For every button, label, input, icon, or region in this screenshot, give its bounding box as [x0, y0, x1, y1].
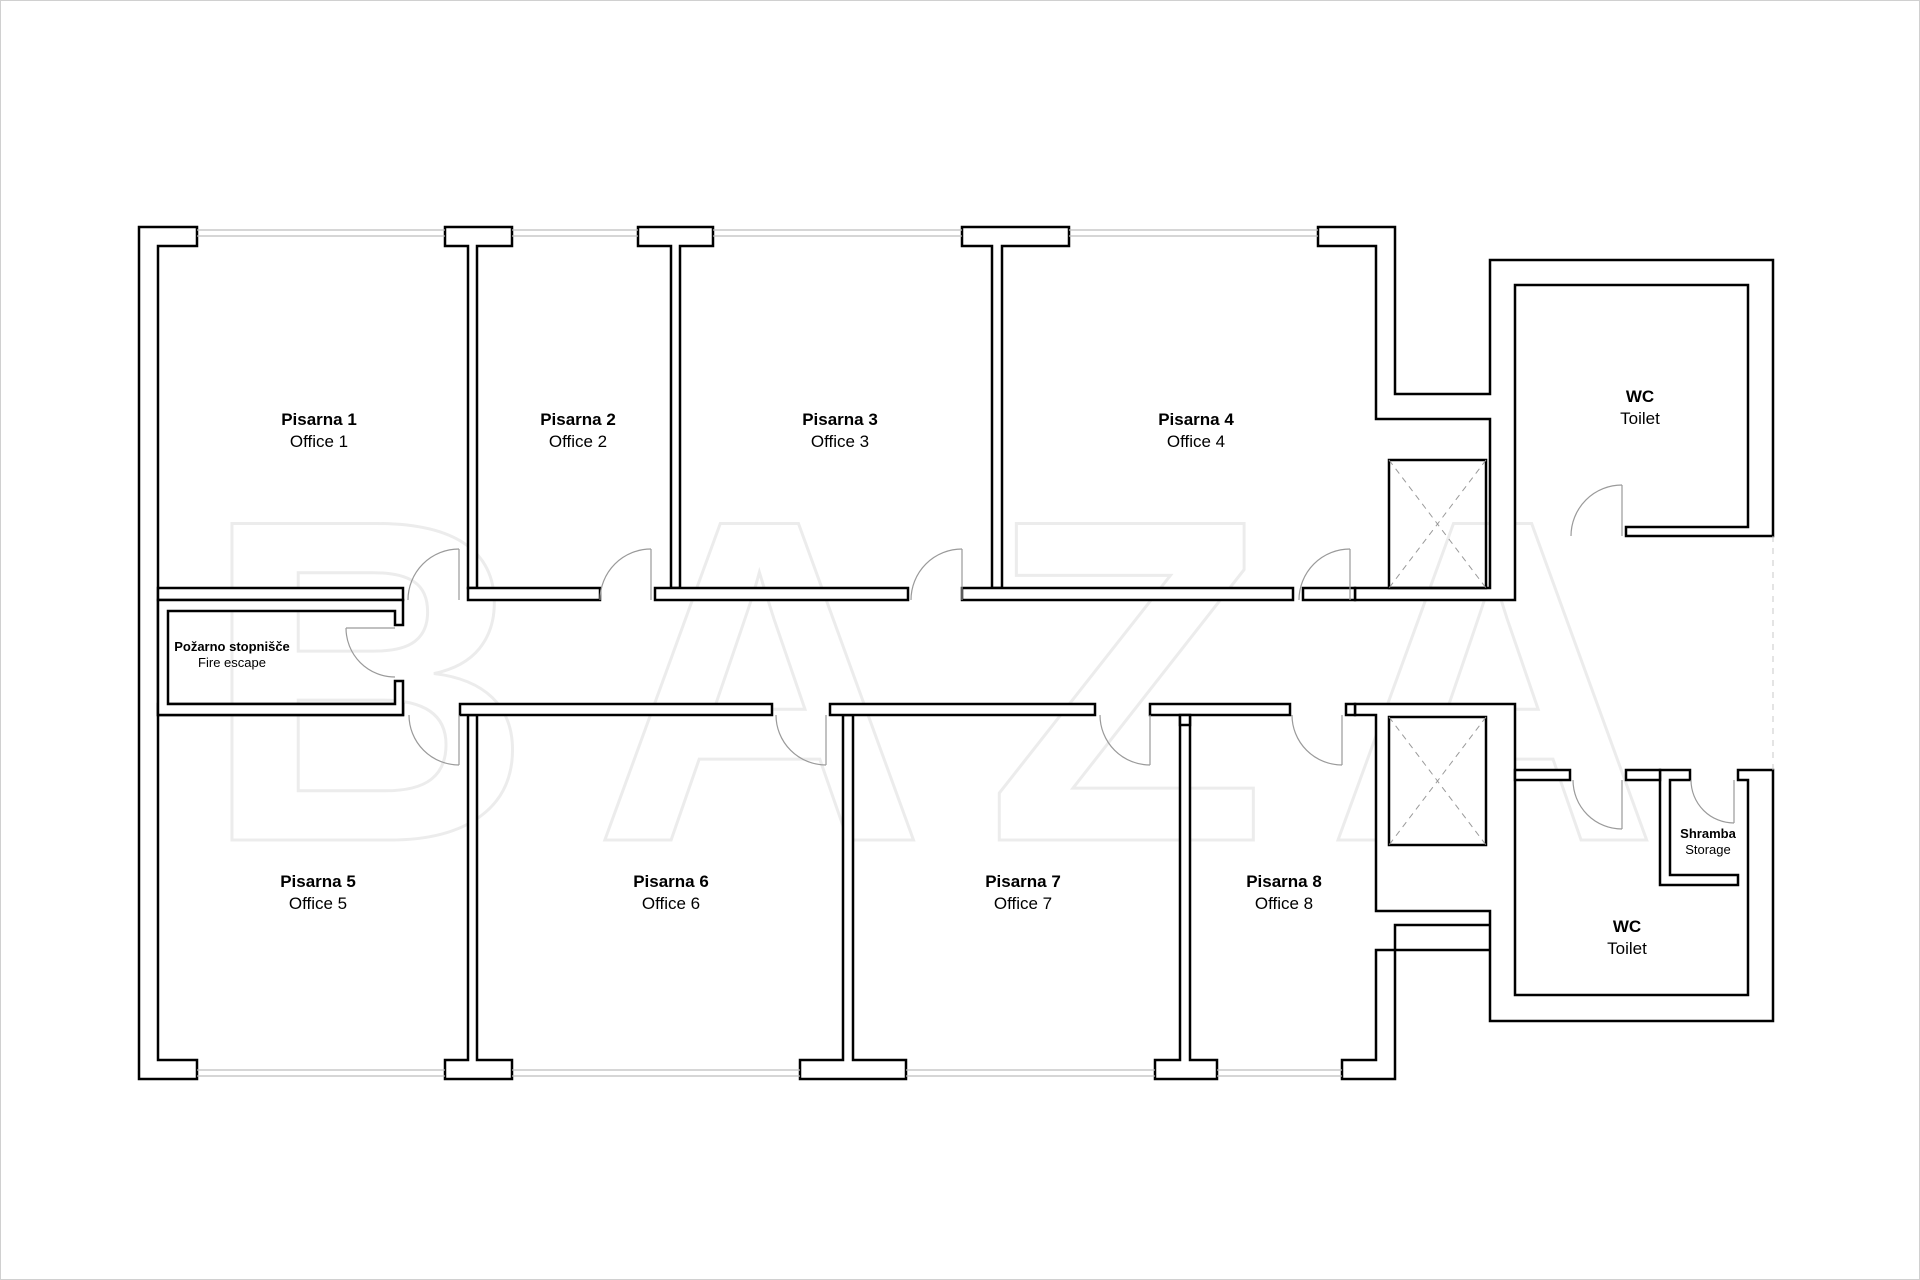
- doors: [345, 484, 1735, 830]
- room-name: Požarno stopnišče: [174, 639, 290, 654]
- shaft-upper: [1387, 458, 1488, 590]
- room-name: Pisarna 1: [281, 410, 357, 429]
- room-name: Pisarna 3: [802, 410, 878, 429]
- room-name: Pisarna 5: [280, 872, 356, 891]
- room-name: Pisarna 8: [1246, 872, 1322, 891]
- room-sub: Toilet: [1620, 409, 1660, 428]
- lower-partition-3: [1178, 713, 1192, 727]
- shaft-lower: [1387, 715, 1488, 847]
- room-sub: Office 7: [994, 894, 1052, 913]
- lower-wall-c: [828, 702, 1097, 717]
- upper-wall-e: [1301, 586, 1357, 602]
- room-sub: Office 6: [642, 894, 700, 913]
- room-fire-escape: Požarno stopnišče Fire escape: [174, 639, 290, 670]
- wall-top-right: [1316, 225, 1775, 602]
- lower-wall-b: [458, 702, 774, 717]
- room-office-2: Pisarna 2 Office 2: [540, 410, 616, 451]
- shafts: [1387, 458, 1488, 847]
- room-sub: Office 3: [811, 432, 869, 451]
- room-office-5: Pisarna 5 Office 5: [280, 872, 356, 913]
- lower-wall-e: [1344, 702, 1357, 717]
- upper-wall-c: [653, 586, 910, 602]
- upper-wall-a: [156, 586, 405, 602]
- room-name: WC: [1626, 387, 1654, 406]
- room-sub: Office 1: [290, 432, 348, 451]
- room-name: WC: [1613, 917, 1641, 936]
- room-labels: Pisarna 1 Office 1 Pisarna 2 Office 2 Pi…: [174, 387, 1736, 958]
- room-sub: Office 5: [289, 894, 347, 913]
- wall-left: [137, 225, 199, 1081]
- room-name: Shramba: [1680, 826, 1736, 841]
- windows: [197, 229, 1774, 1077]
- room-sub: Office 8: [1255, 894, 1313, 913]
- room-wc-upper: WC Toilet: [1620, 387, 1660, 428]
- corridor-walls: [156, 586, 1740, 887]
- room-storage: Shramba Storage: [1680, 826, 1736, 857]
- room-office-4: Pisarna 4 Office 4: [1158, 410, 1234, 451]
- upper-wall-b: [466, 586, 602, 602]
- room-office-8: Pisarna 8 Office 8: [1246, 872, 1322, 913]
- room-sub: Toilet: [1607, 939, 1647, 958]
- room-office-7: Pisarna 7 Office 7: [985, 872, 1061, 913]
- room-office-3: Pisarna 3 Office 3: [802, 410, 878, 451]
- room-office-1: Pisarna 1 Office 1: [281, 410, 357, 451]
- room-wc-lower: WC Toilet: [1607, 917, 1647, 958]
- fire-escape-wall: [156, 598, 405, 717]
- room-name: Pisarna 7: [985, 872, 1061, 891]
- room-sub: Storage: [1685, 842, 1731, 857]
- upper-wall-d: [960, 586, 1295, 602]
- wc-lower-top-wall-b: [1624, 768, 1662, 782]
- room-sub: Office 4: [1167, 432, 1225, 451]
- room-name: Pisarna 2: [540, 410, 616, 429]
- room-office-6: Pisarna 6 Office 6: [633, 872, 709, 913]
- room-name: Pisarna 4: [1158, 410, 1234, 429]
- room-sub: Fire escape: [198, 655, 266, 670]
- room-sub: Office 2: [549, 432, 607, 451]
- storage-wall: [1658, 768, 1740, 887]
- lower-wall-d: [1148, 702, 1292, 717]
- wc-lower-top-wall-a: [1513, 768, 1572, 782]
- room-name: Pisarna 6: [633, 872, 709, 891]
